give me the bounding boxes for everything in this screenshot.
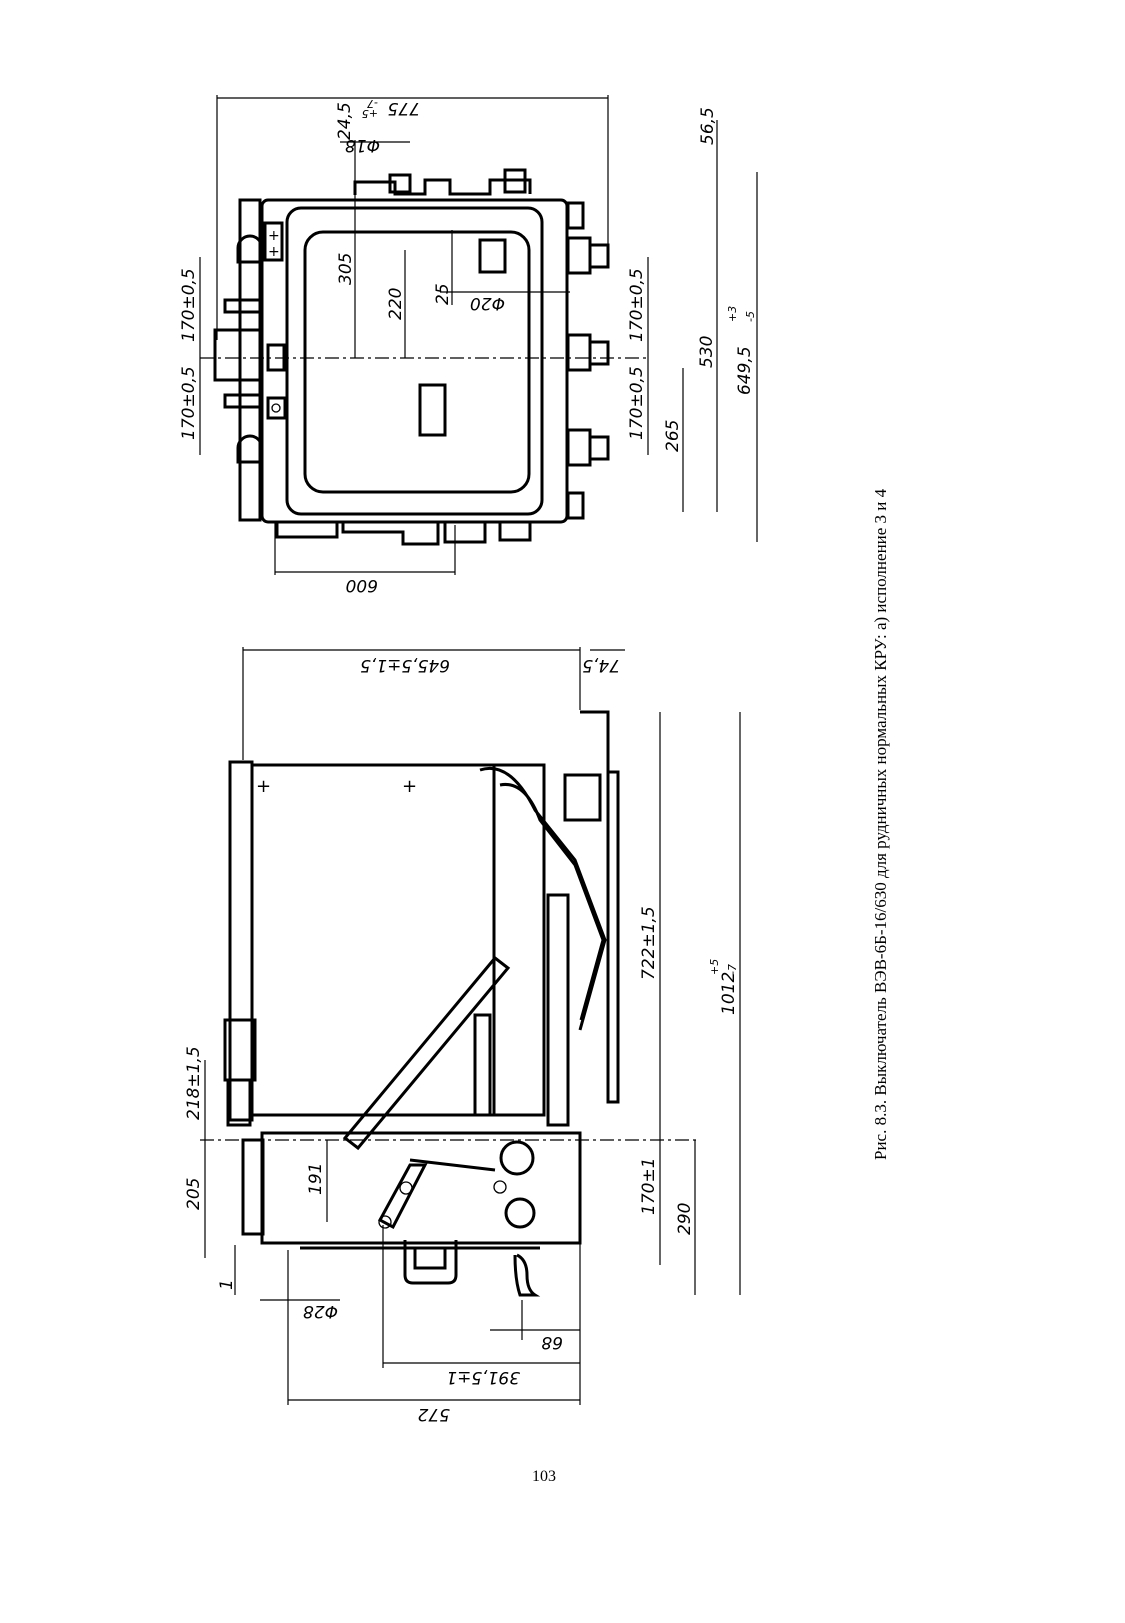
main-shaft	[499, 1140, 535, 1176]
dim-phi28: Φ28	[303, 1301, 338, 1321]
mechanism-linkage	[300, 1158, 540, 1250]
dim-25: 25	[433, 283, 453, 305]
dim-1012-tol-minus: -7	[726, 964, 739, 975]
dim-24-5: 24,5	[335, 102, 355, 140]
mechanism-back	[241, 1138, 265, 1236]
nameplate	[418, 383, 447, 437]
left-block	[223, 393, 262, 409]
dim-649-5-tol-minus: -5	[744, 311, 757, 322]
dim-775-tol-plus: +5	[362, 107, 378, 120]
dim-649-5-tol-plus: +3	[726, 306, 739, 322]
front-panel	[580, 710, 620, 1104]
plus-symbol: +	[268, 228, 280, 244]
left-hook-top	[236, 234, 264, 264]
dim-305: 305	[336, 253, 356, 285]
circle-plate	[266, 396, 287, 420]
dim-phi20: Φ20	[470, 293, 505, 313]
left-rail	[238, 198, 262, 522]
shaft	[504, 1197, 536, 1229]
dim-170: 170±1	[639, 1157, 659, 1215]
top-flange	[353, 178, 532, 196]
dim-56-5: 56,5	[698, 107, 718, 145]
dim-530: 530	[697, 336, 717, 368]
dim-1012: 1012	[719, 972, 739, 1015]
dim-170-right-1: 170±0,5	[627, 268, 647, 342]
dim-775-tol-minus: -7	[367, 97, 378, 110]
plus-plate	[263, 221, 284, 262]
dim-74-5: 74,5	[582, 655, 620, 675]
dim-290: 290	[675, 1203, 695, 1235]
housing-outline	[260, 198, 569, 524]
front-frame	[494, 763, 570, 1127]
right-bushings	[566, 201, 610, 520]
dim-218: 218±1,5	[184, 1046, 204, 1120]
dim-170-right-2: 170±0,5	[627, 366, 647, 440]
diagonal-strut	[342, 955, 511, 1151]
bottom-flange	[275, 522, 532, 546]
dim-391-5: 391,5±1	[446, 1367, 520, 1387]
front-connector	[563, 773, 602, 822]
dim-649-5: 649,5	[735, 346, 755, 395]
dim-170-left-2: 170±0,5	[179, 366, 199, 440]
window-outline	[303, 230, 531, 494]
terminal-block	[478, 238, 507, 274]
dim-600: 600	[346, 575, 378, 595]
dim-1012-tol-plus: +5	[708, 959, 721, 975]
left-block	[223, 298, 262, 314]
dim-phi18: Φ18	[345, 135, 380, 155]
dim-722: 722±1,5	[639, 906, 659, 980]
dim-191: 191	[306, 1163, 326, 1195]
circle-mark	[271, 403, 281, 413]
top-view-drawing: + + 24,5 Φ18	[179, 95, 758, 595]
cover-outline	[285, 206, 544, 516]
torn-cover	[479, 766, 607, 1031]
rear-plate	[228, 760, 254, 1122]
svg-text:+: +	[402, 776, 417, 797]
latch	[513, 1253, 541, 1297]
dim-775: 775	[388, 98, 420, 118]
left-center-block	[213, 328, 262, 382]
handle	[403, 1240, 458, 1285]
top-lug	[503, 168, 527, 194]
left-hook-bottom	[236, 434, 264, 464]
dim-265: 265	[663, 420, 683, 452]
dim-1: 1	[217, 1279, 237, 1290]
main-body	[250, 763, 496, 1117]
plus-symbol: +	[268, 244, 280, 260]
side-view-drawing: + +	[184, 647, 741, 1424]
dim-205: 205	[184, 1178, 204, 1210]
page-number: 103	[532, 1468, 556, 1485]
vertical-bar	[473, 1013, 492, 1117]
dim-170-left-1: 170±0,5	[179, 268, 199, 342]
svg-text:+: +	[256, 776, 271, 797]
dim-572: 572	[418, 1404, 450, 1424]
dim-220: 220	[386, 288, 406, 320]
rear-connector-base	[226, 1078, 252, 1127]
dim-68: 68	[541, 1332, 563, 1352]
figure-caption: Рис. 8.3. Выключатель ВЭВ-6Б-16/630 для …	[871, 488, 890, 1160]
dim-645-5: 645,5±1,5	[360, 655, 450, 675]
top-lug	[388, 173, 412, 194]
